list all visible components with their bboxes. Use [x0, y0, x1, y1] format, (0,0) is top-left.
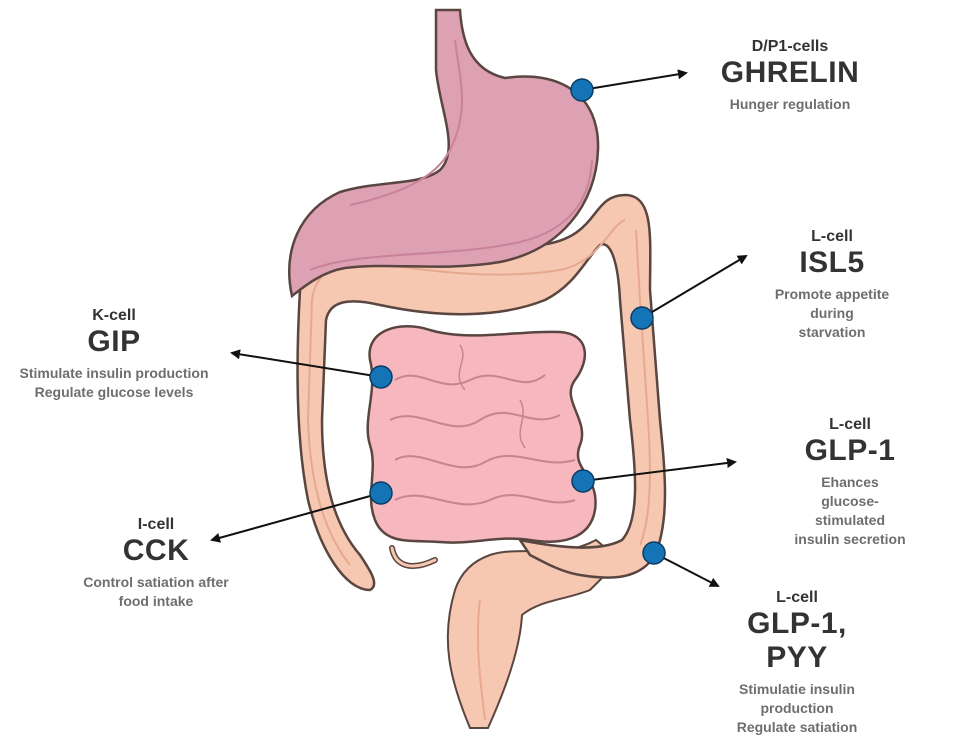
hormone-name: CCK — [83, 534, 228, 568]
hormone-description: Hunger regulation — [721, 95, 860, 114]
marker-gip — [370, 366, 392, 388]
cell-type: L-cell — [712, 588, 882, 607]
hormone-name: ISL5 — [765, 246, 900, 280]
arrow-cck — [212, 493, 381, 540]
cell-type: D/P1-cells — [721, 37, 860, 56]
hormone-name: GHRELIN — [721, 56, 860, 90]
hormone-name: GIP — [20, 325, 209, 359]
marker-glp1 — [572, 470, 594, 492]
arrow-ghrelin — [582, 73, 686, 90]
label-glp1-pyy: L-cell GLP-1, PYY Stimulatie insulin pro… — [712, 588, 882, 737]
marker-cck — [370, 482, 392, 504]
small-intestine — [368, 326, 596, 542]
marker-ghrelin — [571, 79, 593, 101]
cell-type: I-cell — [83, 515, 228, 534]
marker-isl5 — [631, 307, 653, 329]
cell-type: L-cell — [765, 227, 900, 246]
cell-type: L-cell — [792, 415, 909, 434]
marker-glp1-pyy — [643, 542, 665, 564]
hormone-name: GLP-1 — [792, 434, 909, 468]
arrow-isl5 — [642, 256, 746, 318]
label-ghrelin: D/P1-cells GHRELIN Hunger regulation — [721, 37, 860, 114]
hormone-name: GLP-1, PYY — [712, 607, 882, 675]
cell-type: K-cell — [20, 306, 209, 325]
